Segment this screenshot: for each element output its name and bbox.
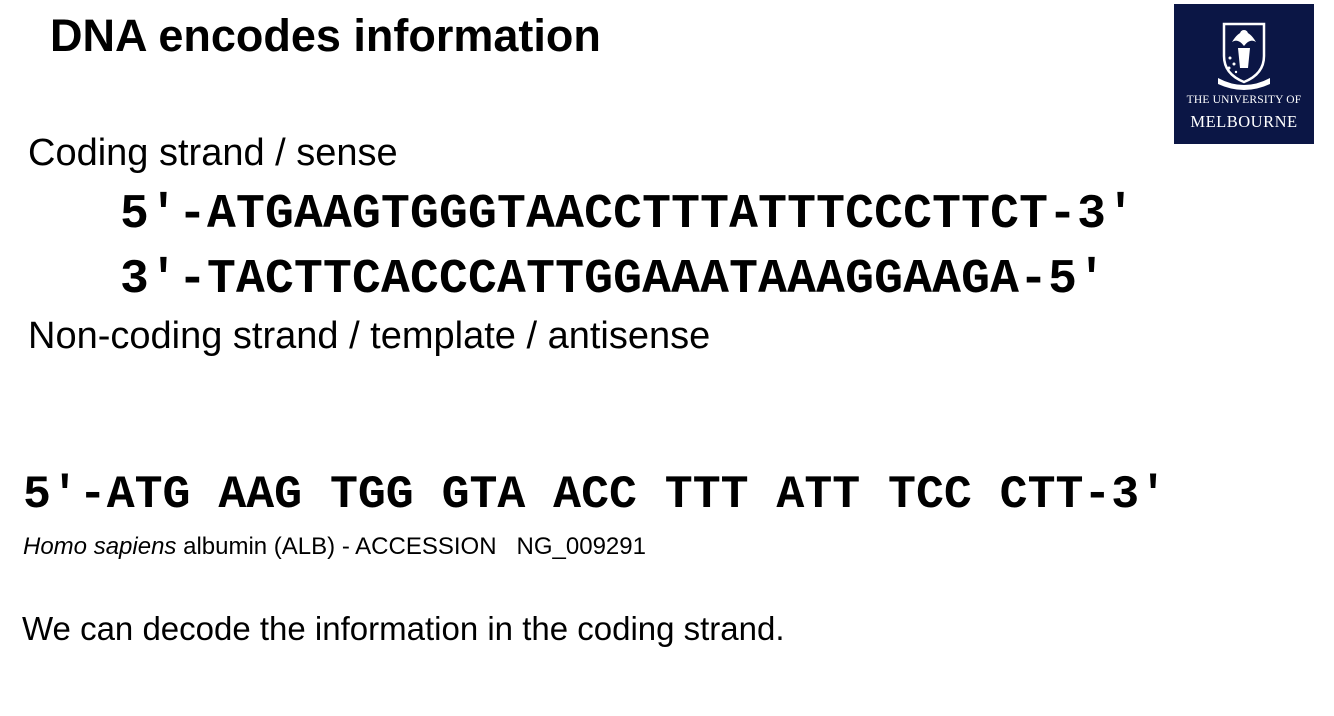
gene-reference: Homo sapiens albumin (ALB) - ACCESSION N…	[23, 533, 646, 561]
noncoding-strand-label: Non-coding strand / template / antisense	[28, 315, 711, 357]
university-crest-icon	[1218, 22, 1270, 90]
university-logo: THE UNIVERSITY OF MELBOURNE	[1174, 4, 1314, 144]
gene-description: albumin (ALB) - ACCESSION NG_009291	[176, 533, 646, 560]
gene-species: Homo sapiens	[23, 533, 177, 560]
coding-strand-label: Coding strand / sense	[28, 132, 398, 174]
logo-line2: MELBOURNE	[1190, 112, 1298, 131]
decode-note: We can decode the information in the cod…	[22, 610, 785, 647]
slide-title: DNA encodes information	[50, 10, 601, 61]
codon-sequence: 5′-ATG AAG TGG GTA ACC TTT ATT TCC CTT-3…	[23, 468, 1168, 521]
coding-strand-sequence: 5′-ATGAAGTGGGTAACCTTTATTTCCCTTCT-3′	[120, 188, 1136, 242]
logo-line1: THE UNIVERSITY OF	[1186, 94, 1302, 106]
template-strand-sequence: 3′-TACTTCACCCATTGGAAATAAAGGAAGA-5′	[120, 253, 1107, 307]
